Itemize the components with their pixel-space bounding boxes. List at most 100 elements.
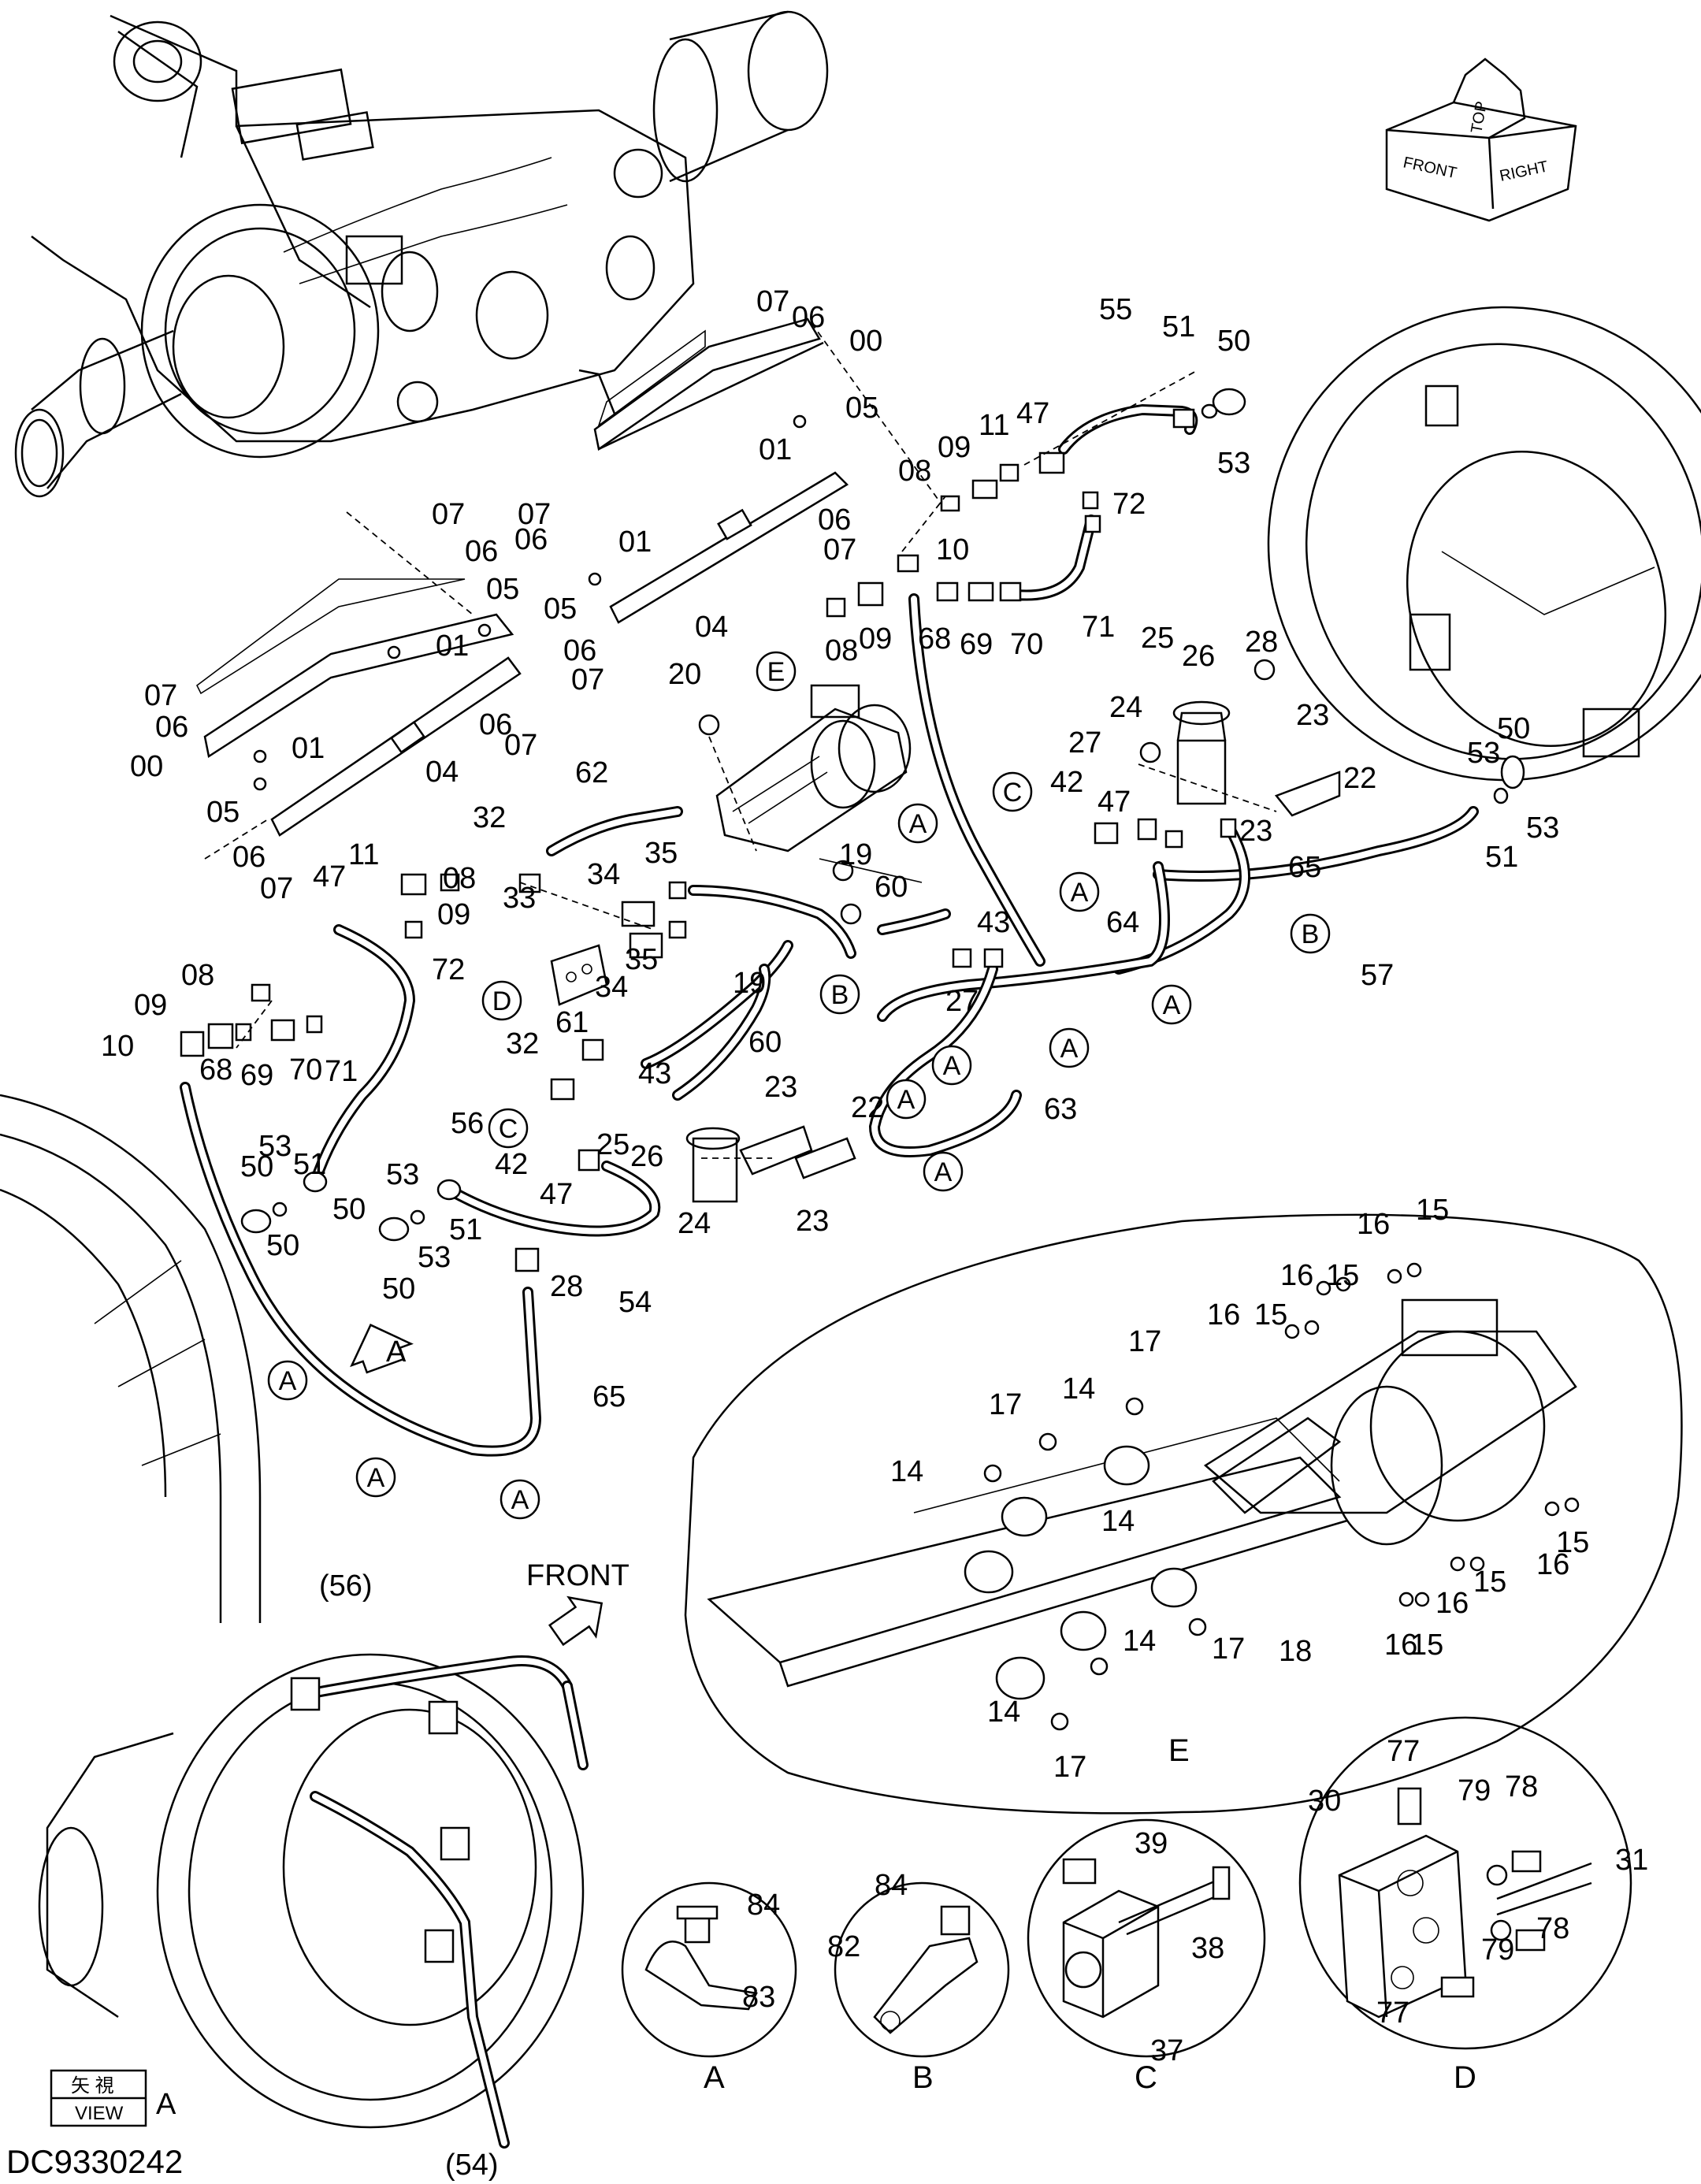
part-label-01: 01: [292, 732, 325, 765]
part-label-06: 06: [155, 711, 188, 744]
part-label-60: 60: [875, 871, 908, 904]
bracket-assemblies: [195, 318, 849, 837]
part-label-50: 50: [332, 1193, 366, 1226]
part-label-31: 31: [1615, 1844, 1648, 1877]
part-label-84: 84: [875, 1869, 908, 1902]
part-label-17: 17: [1212, 1632, 1245, 1666]
view-letter: A: [156, 2088, 176, 2121]
part-label-01: 01: [618, 526, 652, 559]
part-label-11: 11: [979, 409, 1009, 442]
part-label-17: 17: [1053, 1751, 1086, 1784]
callout-circle: [481, 980, 522, 1021]
part-label-07: 07: [144, 679, 177, 712]
part-label-05: 05: [544, 592, 577, 626]
part-label-06: 06: [465, 535, 498, 568]
part-label-17: 17: [989, 1388, 1022, 1421]
front-direction-arrow: FRONT: [526, 1559, 630, 1647]
filter-parts: [685, 700, 1341, 1203]
part-label-53: 53: [386, 1158, 419, 1191]
part-label-65: 65: [592, 1380, 626, 1413]
part-label-47: 47: [1016, 397, 1049, 430]
part-label-71: 71: [1082, 611, 1115, 644]
orientation-front-label: FRONT: [1402, 154, 1458, 182]
part-label-50: 50: [382, 1272, 415, 1306]
part-label-51: 51: [1162, 310, 1195, 344]
part-label-07: 07: [823, 533, 856, 566]
part-label-14: 14: [987, 1696, 1020, 1729]
part-label-26: 26: [1182, 640, 1215, 673]
fittings: [180, 388, 1525, 1272]
part-label-00: 00: [849, 325, 882, 358]
callout-circle: [488, 1108, 529, 1149]
part-label-53: 53: [418, 1241, 451, 1274]
part-label-19: 19: [839, 838, 872, 871]
detail-title-e: E: [1168, 1733, 1190, 1768]
part-label-23: 23: [1296, 699, 1329, 732]
part-label-60: 60: [748, 1026, 782, 1059]
part-label-16: 16: [1207, 1298, 1240, 1332]
part-label-69: 69: [240, 1059, 273, 1092]
part-label-07: 07: [432, 498, 465, 531]
callout-letter: A: [1060, 1034, 1079, 1064]
part-label-24: 24: [678, 1207, 711, 1240]
callout-letter: A: [279, 1366, 297, 1396]
part-label-47: 47: [1097, 786, 1131, 819]
hose-lines: [180, 403, 1479, 1457]
right-wheel-rim: [1267, 306, 1701, 782]
part-label-06: 06: [818, 503, 851, 537]
part-label-24: 24: [1109, 691, 1142, 724]
callout-letter: A: [909, 809, 927, 839]
callout-circle: [500, 1479, 540, 1520]
callout-a: A: [267, 1360, 308, 1401]
part-label-65: 65: [1288, 851, 1321, 884]
part-label-77: 77: [1376, 1996, 1409, 2030]
part-label-50: 50: [1217, 325, 1250, 358]
callout-circle: [267, 1360, 308, 1401]
callout-circle: [1049, 1027, 1090, 1068]
part-label-79: 79: [1481, 1933, 1514, 1967]
part-label-37: 37: [1150, 2034, 1183, 2067]
callout-b: B: [1290, 913, 1331, 954]
callout-c: C: [488, 1108, 529, 1149]
part-label-57: 57: [1361, 959, 1394, 992]
part-label-72: 72: [1112, 488, 1146, 521]
part-label-70: 70: [289, 1053, 322, 1086]
part-label-09: 09: [437, 898, 470, 931]
part-label-15: 15: [1556, 1526, 1589, 1559]
part-label-14: 14: [890, 1455, 923, 1488]
part-label-84: 84: [747, 1889, 780, 1922]
part-label-34: 34: [587, 858, 620, 891]
part-label-17: 17: [1128, 1325, 1161, 1358]
detail-D-panel: [1298, 1716, 1632, 2050]
part-label-07: 07: [571, 663, 604, 696]
callout-letter: A: [511, 1485, 529, 1515]
callout-circle: [1290, 913, 1331, 954]
part-label-07: 07: [518, 498, 551, 531]
callout-letter: A: [934, 1157, 953, 1187]
callout-a: A: [1059, 871, 1100, 912]
part-label-22: 22: [1343, 762, 1376, 795]
part-label-25: 25: [596, 1128, 630, 1161]
part-label-61: 61: [555, 1006, 589, 1039]
detail-title-a: A: [704, 2060, 725, 2095]
part-label-51: 51: [293, 1148, 326, 1181]
callout-a: A: [355, 1457, 396, 1498]
part-label-19: 19: [733, 967, 766, 1000]
part-label-05: 05: [206, 796, 240, 829]
part-label-50: 50: [240, 1150, 273, 1183]
part-label-06: 06: [514, 523, 548, 556]
callout-letter: A: [367, 1463, 385, 1493]
leader-lines: [204, 322, 1277, 1159]
part-label-20: 20: [668, 658, 701, 691]
part-label-25: 25: [1141, 622, 1174, 655]
part-label-04: 04: [695, 611, 728, 644]
part-label-30: 30: [1308, 1785, 1341, 1818]
part-label-50: 50: [1497, 712, 1530, 745]
bottom-wheel-view: [38, 1653, 589, 2149]
part-label-04: 04: [425, 756, 459, 789]
part-label-38: 38: [1191, 1932, 1224, 1965]
part-label-08: 08: [181, 959, 214, 992]
part-label-42: 42: [1050, 766, 1083, 799]
part-label-78: 78: [1505, 1770, 1538, 1803]
